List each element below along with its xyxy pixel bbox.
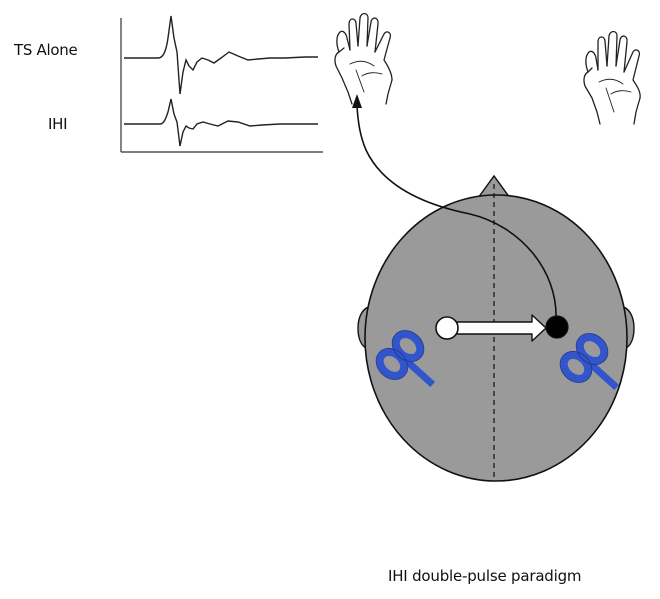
right-hand-icon <box>584 32 640 125</box>
pathway-arrowhead <box>352 94 362 108</box>
test-stimulus-dot <box>546 316 568 338</box>
ts-alone-trace <box>124 16 318 94</box>
ts-alone-label: TS Alone <box>14 41 77 59</box>
left-hand-icon <box>335 14 392 105</box>
conditioning-stimulus-dot <box>436 317 458 339</box>
figure-caption: IHI double-pulse paradigm <box>388 567 581 585</box>
ihi-trace <box>124 99 318 146</box>
emg-axes <box>121 18 323 152</box>
ihi-label: IHI <box>48 115 67 133</box>
